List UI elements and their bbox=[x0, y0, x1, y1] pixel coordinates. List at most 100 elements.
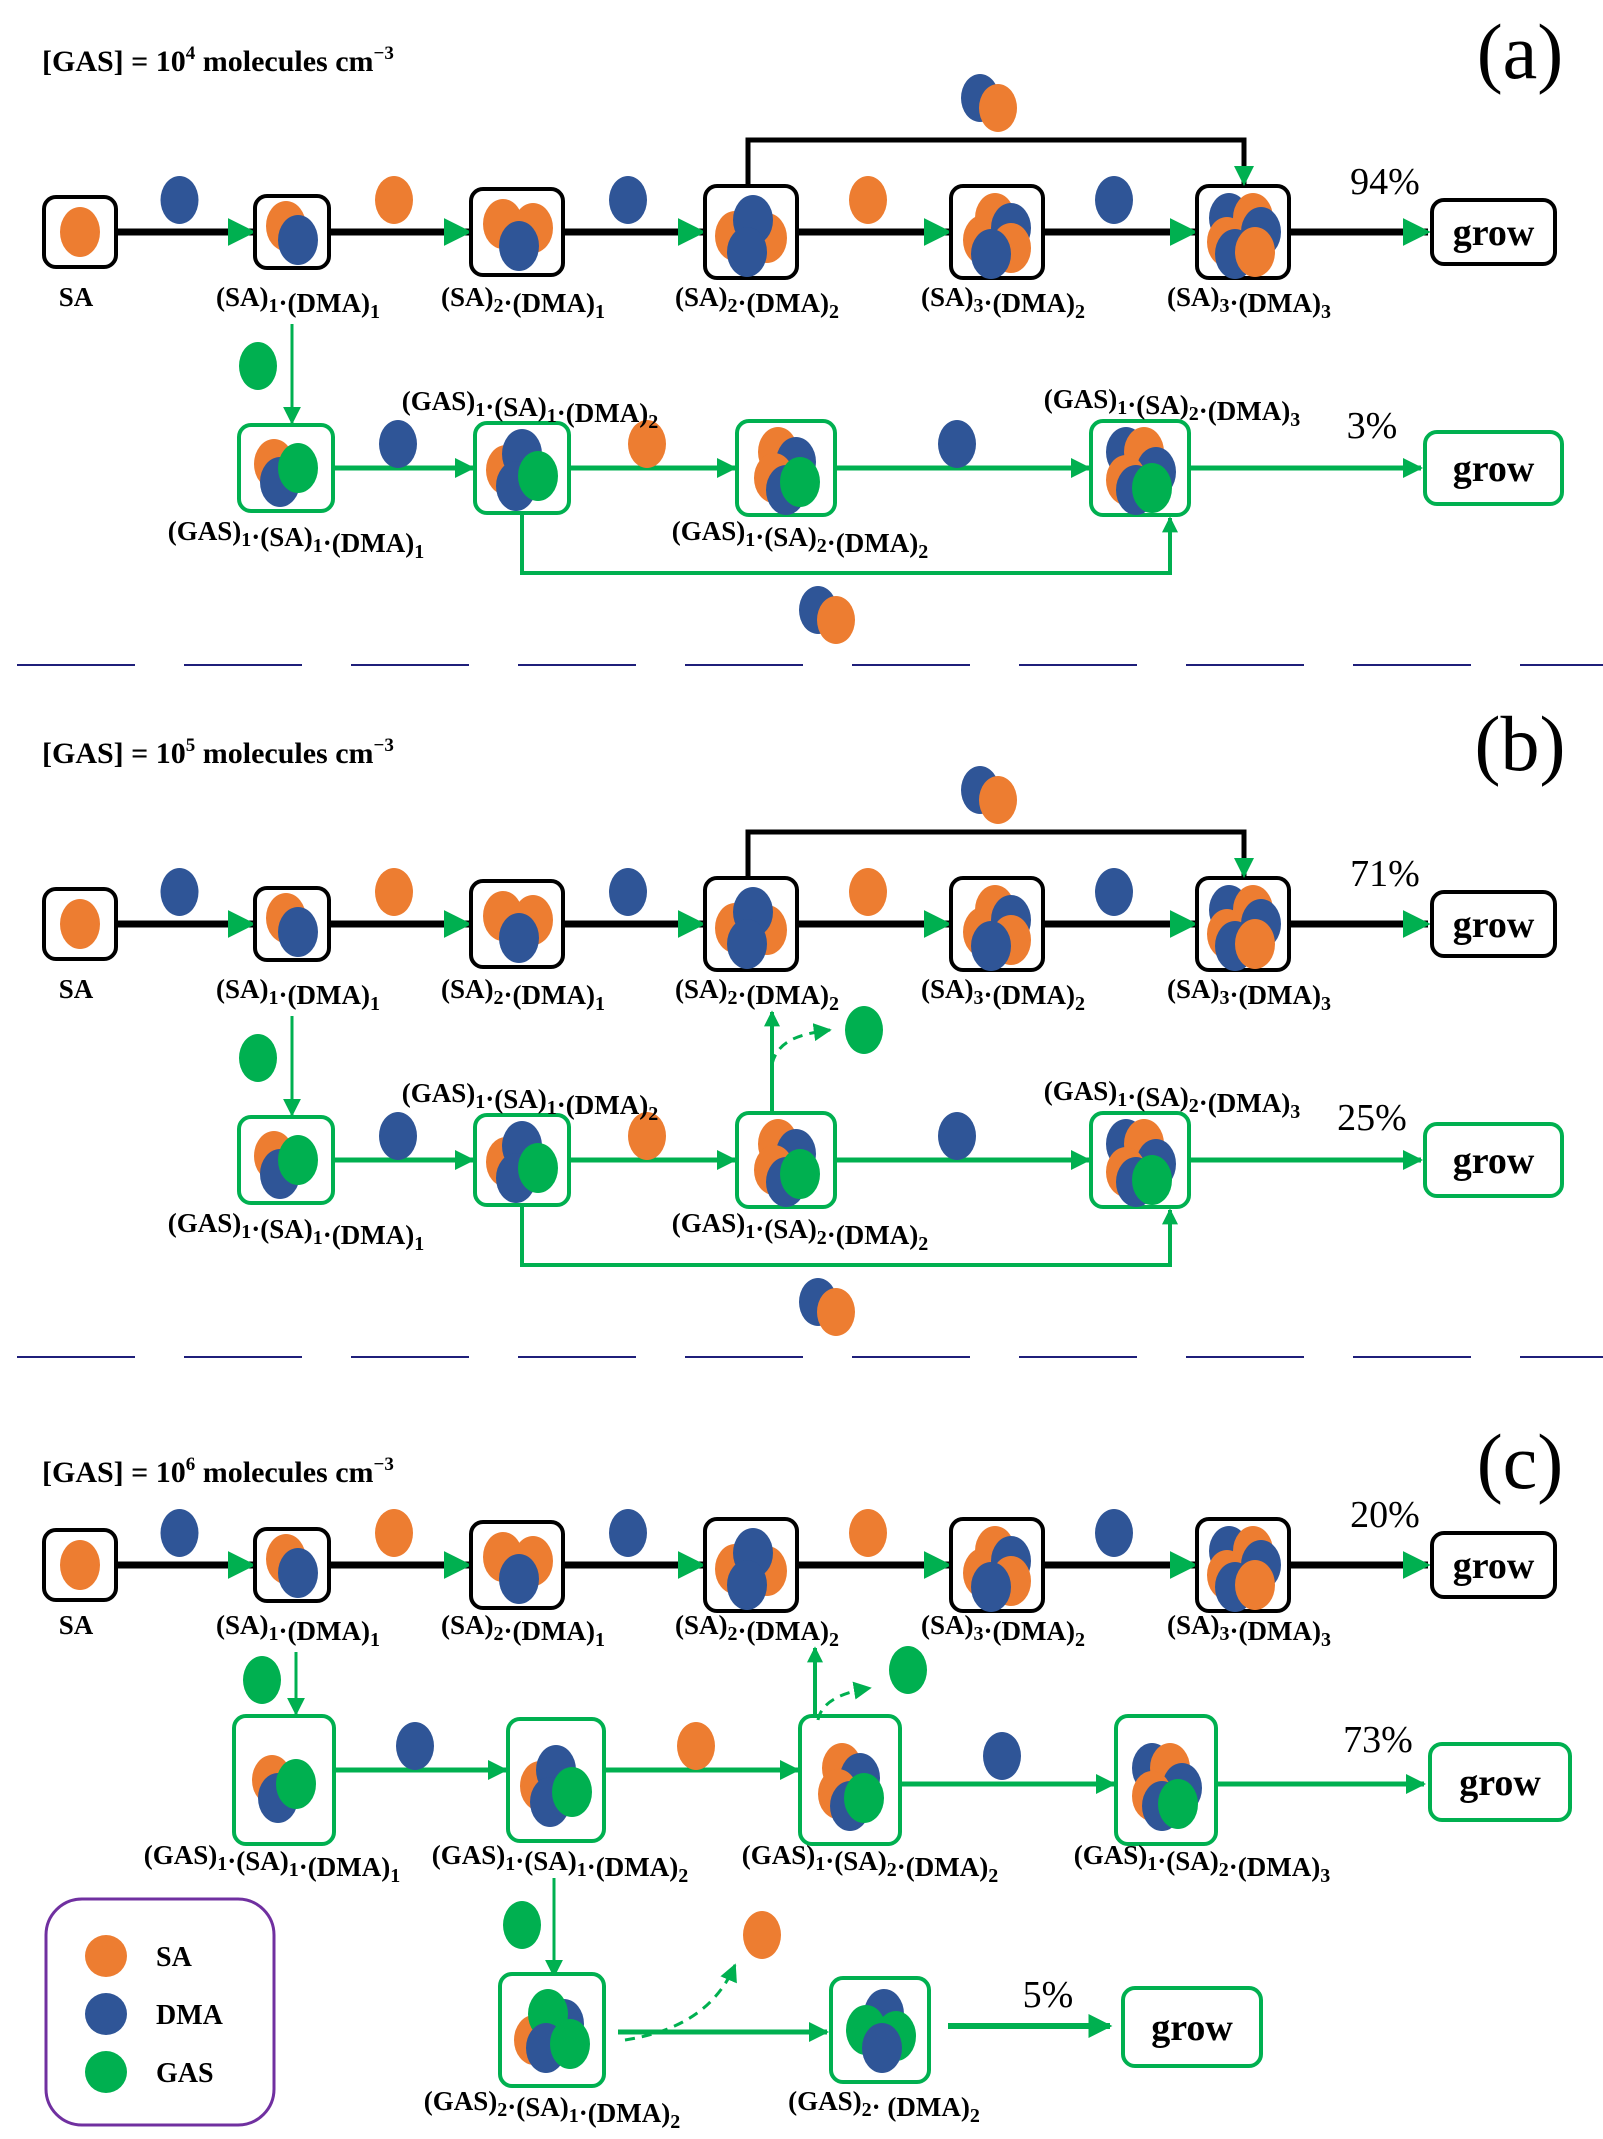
cluster-icon bbox=[254, 439, 318, 507]
gas-molecule-icon bbox=[239, 342, 277, 390]
grow-label: grow bbox=[1453, 212, 1535, 254]
cluster-icon bbox=[254, 1131, 318, 1199]
species-label: (SA)3·(DMA)3 bbox=[1167, 1610, 1331, 1651]
dma-molecule-icon bbox=[160, 1509, 199, 1557]
percent-label: 5% bbox=[1023, 1974, 1074, 2016]
sa-molecule-icon bbox=[628, 420, 666, 468]
dma-molecule-icon bbox=[278, 907, 318, 957]
dma-molecule-icon bbox=[160, 176, 199, 224]
species-label: (GAS)1·(SA)2·(DMA)3 bbox=[1044, 384, 1301, 431]
species-label: (GAS)1·(SA)2·(DMA)2 bbox=[742, 1840, 999, 1887]
species-label: (GAS)2· (DMA)2 bbox=[788, 2086, 980, 2127]
cluster-node: (SA)2·(DMA)2 bbox=[675, 1517, 839, 1651]
cluster-icon bbox=[1207, 193, 1281, 279]
percent-label: 20% bbox=[1350, 1494, 1420, 1536]
species-label: SA bbox=[59, 974, 94, 1004]
gas-molecule-icon bbox=[780, 457, 820, 507]
sa-molecule-icon bbox=[375, 176, 413, 224]
species-label: (GAS)1·(SA)2·(DMA)2 bbox=[672, 516, 929, 563]
grow-box[interactable] bbox=[1428, 1742, 1572, 1822]
grow-box[interactable] bbox=[1430, 198, 1557, 266]
panel-c: [GAS] = 106 molecules cm−3(c)SA(SA)1·(DM… bbox=[42, 1418, 1572, 2133]
gas-molecule-icon bbox=[889, 1646, 927, 1694]
species-label: (SA)2·(DMA)1 bbox=[441, 974, 605, 1015]
dma-molecule-icon bbox=[1095, 868, 1133, 916]
cluster-node: (SA)3·(DMA)2 bbox=[921, 1517, 1085, 1651]
grow-box[interactable] bbox=[1121, 1986, 1263, 2068]
cluster-node: (SA)3·(DMA)3 bbox=[1167, 1517, 1331, 1651]
gas-pathway: (GAS)1·(SA)1·(DMA)1(GAS)1·(SA)1·(DMA)2(G… bbox=[168, 324, 1564, 644]
dma-molecule-icon bbox=[609, 1509, 647, 1557]
sa-molecule-icon bbox=[628, 1112, 666, 1160]
cluster-node: (GAS)2· (DMA)2 bbox=[788, 1976, 980, 2127]
gas-molecule-icon bbox=[518, 1143, 558, 1193]
cluster-icon bbox=[266, 201, 318, 265]
cluster-icon bbox=[963, 1526, 1031, 1612]
species-label: (SA)1·(DMA)1 bbox=[216, 1610, 380, 1651]
cluster-node: (SA)1·(DMA)1 bbox=[216, 1527, 380, 1651]
dma-molecule-icon bbox=[499, 913, 539, 963]
grow-box[interactable] bbox=[1423, 430, 1564, 506]
cluster-node: (SA)2·(DMA)1 bbox=[441, 879, 605, 1015]
dma-molecule-icon bbox=[1095, 1509, 1133, 1557]
dma-molecule-icon bbox=[727, 919, 767, 969]
sa-molecule-icon bbox=[677, 1722, 715, 1770]
sa-molecule-icon bbox=[849, 1509, 887, 1557]
species-label: (GAS)1·(SA)2·(DMA)3 bbox=[1044, 1076, 1301, 1123]
cluster-node bbox=[735, 419, 837, 517]
percent-label: 94% bbox=[1350, 161, 1420, 203]
species-label: (SA)2·(DMA)1 bbox=[441, 1610, 605, 1651]
sa-molecule-icon bbox=[375, 1509, 413, 1557]
gas-molecule-icon bbox=[243, 1656, 281, 1704]
cluster-icon bbox=[754, 1119, 820, 1207]
cluster-node: (GAS)2·(SA)1·(DMA)2 bbox=[424, 1972, 680, 2133]
grow-box[interactable] bbox=[1430, 1531, 1557, 1599]
evaporation-arrow bbox=[624, 1963, 737, 2042]
cluster-icon bbox=[266, 1534, 318, 1598]
bypass-arrow bbox=[745, 137, 1254, 188]
sa-dma-pair-icon bbox=[799, 1278, 855, 1336]
cluster-icon bbox=[60, 1540, 100, 1590]
cluster-node bbox=[1089, 419, 1191, 517]
cluster-node: (SA)2·(DMA)1 bbox=[441, 187, 605, 323]
grow-node: grow bbox=[1423, 430, 1564, 506]
dma-molecule-icon bbox=[971, 1562, 1011, 1612]
top-pathway: SA(SA)1·(DMA)1(SA)2·(DMA)1(SA)2·(DMA)2(S… bbox=[42, 1494, 1557, 1651]
grow-node: grow bbox=[1430, 1531, 1557, 1599]
gas-pathway: (GAS)1·(SA)1·(DMA)1(GAS)1·(SA)1·(DMA)2(G… bbox=[144, 1646, 1572, 1887]
cluster-node: (GAS)1·(SA)1·(DMA)2 bbox=[432, 1717, 688, 1887]
gas-molecule-icon bbox=[276, 1759, 316, 1809]
species-label: (SA)2·(DMA)2 bbox=[675, 974, 839, 1015]
cluster-icon bbox=[514, 1989, 590, 2073]
species-label: (SA)3·(DMA)2 bbox=[921, 1610, 1085, 1651]
dma-molecule-icon bbox=[499, 221, 539, 271]
species-label: SA bbox=[59, 282, 94, 312]
grow-node: grow bbox=[1430, 890, 1557, 958]
dma-molecule-icon bbox=[862, 2023, 902, 2073]
panel-b: [GAS] = 105 molecules cm−3(b)SA(SA)1·(DM… bbox=[17, 700, 1603, 1358]
top-pathway: SA(SA)1·(DMA)1(SA)2·(DMA)1(SA)2·(DMA)2(S… bbox=[42, 766, 1557, 1015]
top-pathway: SA(SA)1·(DMA)1(SA)2·(DMA)1(SA)2·(DMA)2(S… bbox=[42, 74, 1557, 323]
grow-box[interactable] bbox=[1423, 1122, 1564, 1198]
gas-molecule-icon bbox=[552, 1767, 592, 1817]
sa-molecule-icon bbox=[743, 1911, 781, 1959]
cluster-icon bbox=[252, 1755, 316, 1823]
cluster-icon bbox=[754, 427, 820, 515]
cluster-node bbox=[473, 1113, 571, 1207]
cluster-icon bbox=[483, 891, 553, 963]
gas-molecule-icon bbox=[278, 443, 318, 493]
dma-molecule-icon bbox=[1095, 176, 1133, 224]
species-label: (SA)3·(DMA)2 bbox=[921, 282, 1085, 323]
gas-molecule-icon bbox=[844, 1773, 884, 1823]
sa-molecule-icon bbox=[817, 1288, 855, 1336]
cluster-icon bbox=[60, 207, 100, 257]
percent-label: 3% bbox=[1347, 405, 1398, 447]
cluster-icon bbox=[1207, 1526, 1281, 1612]
gas-molecule-icon bbox=[845, 1006, 883, 1054]
cluster-icon bbox=[1106, 427, 1176, 515]
gas-molecule-icon bbox=[278, 1135, 318, 1185]
grow-box[interactable] bbox=[1430, 890, 1557, 958]
legend-label: GAS bbox=[156, 2058, 214, 2089]
species-label: (SA)1·(DMA)1 bbox=[216, 974, 380, 1015]
dma-molecule-icon bbox=[379, 1112, 417, 1160]
